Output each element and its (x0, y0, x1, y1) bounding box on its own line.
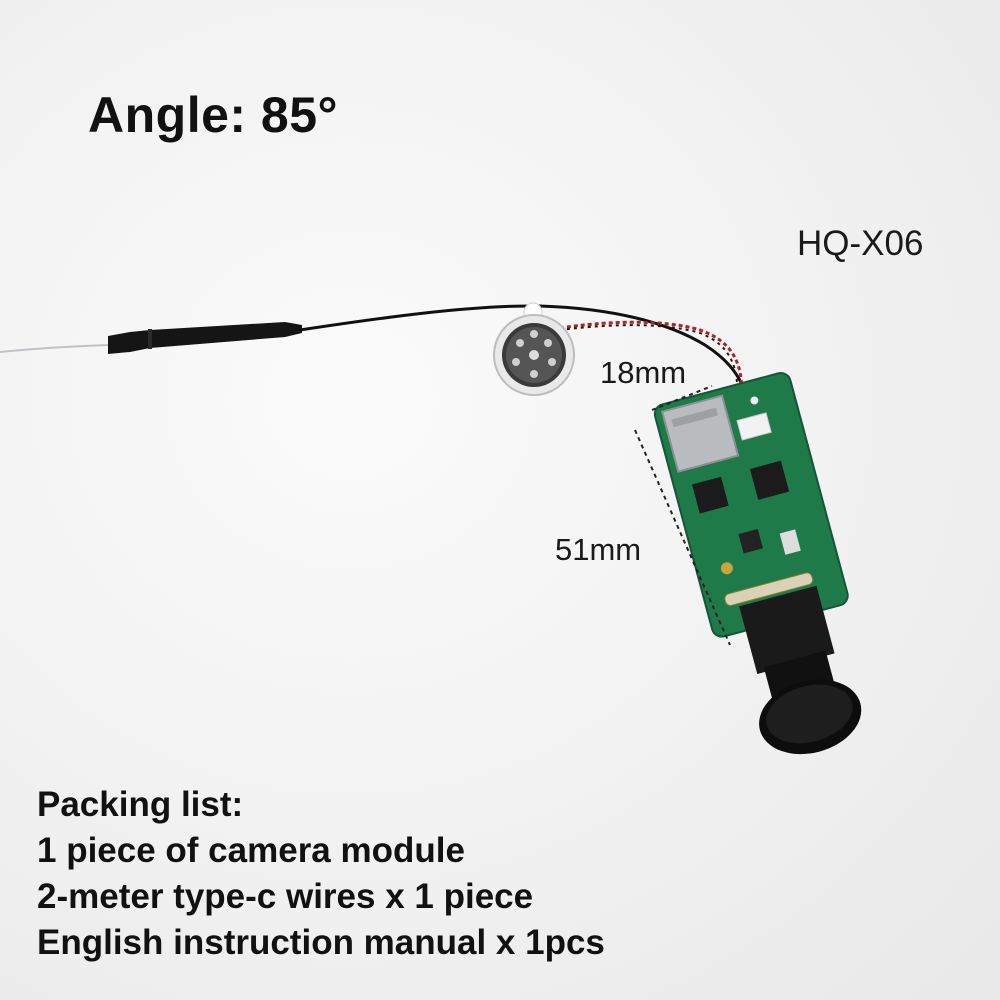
speaker (493, 302, 575, 396)
sd-slot (660, 394, 740, 473)
model-label: HQ-X06 (797, 224, 924, 263)
packing-list: Packing list: 1 piece of camera module 2… (37, 782, 605, 966)
antenna-sleeve (108, 322, 302, 354)
dim-line-18 (651, 385, 713, 411)
packing-list-item: English instruction manual x 1pcs (37, 923, 605, 962)
width-dimension-label: 18mm (600, 355, 687, 390)
packing-list-item: 1 piece of camera module (37, 831, 465, 870)
lens-mount (739, 585, 835, 675)
packing-list-title: Packing list: (37, 785, 244, 824)
pcb-board (653, 372, 862, 755)
dim-line-51 (634, 429, 731, 646)
angle-label: Angle: 85° (88, 87, 339, 143)
antenna-wire (0, 344, 109, 353)
length-dimension-label: 51mm (555, 532, 642, 567)
black-cable (299, 304, 747, 393)
packing-list-item: 2-meter type-c wires x 1 piece (37, 877, 534, 916)
